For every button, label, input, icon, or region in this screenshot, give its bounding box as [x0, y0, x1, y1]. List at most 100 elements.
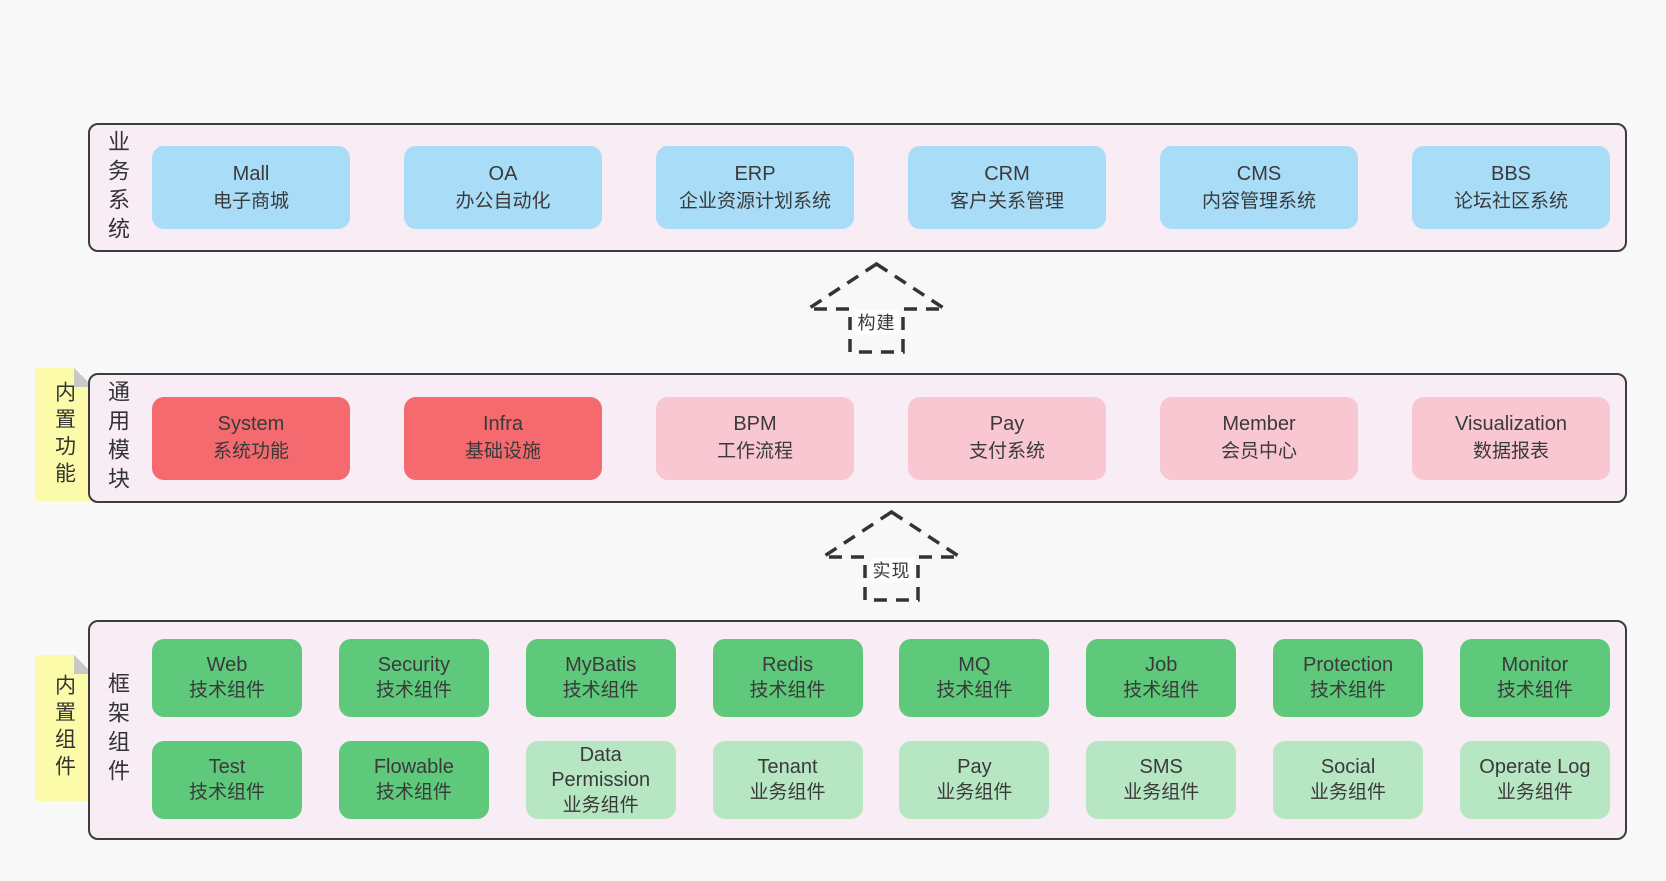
note-text: 内置组件 [52, 674, 76, 782]
box-subtitle: 基础设施 [464, 441, 541, 462]
box-title: Pay [989, 413, 1025, 435]
box-operate-log: Operate Log 业务组件 [1459, 741, 1610, 819]
box-sms: SMS 业务组件 [1086, 741, 1237, 819]
box-mq: MQ 技术组件 [899, 639, 1050, 717]
dashed-up-arrow-icon [805, 261, 948, 354]
box-title: Pay [957, 756, 992, 778]
box-title: Protection [1303, 654, 1394, 676]
box-title: OA [488, 162, 518, 185]
box-title: MyBatis [565, 654, 637, 676]
arrow-label: 构建 [854, 309, 899, 335]
box-subtitle: 支付系统 [968, 441, 1045, 462]
box-title: Visualization [1455, 413, 1567, 435]
box-subtitle: 技术组件 [188, 782, 265, 803]
band2-boxes: System 系统功能 Infra 基础设施 BPM 工作流程 Pay 支付系统… [152, 375, 1610, 501]
box-title: BBS [1490, 162, 1532, 185]
box-subtitle: 工作流程 [716, 441, 793, 462]
band3-row-1: Web 技术组件 Security 技术组件 MyBatis 技术组件 Redi… [152, 639, 1610, 717]
box-subtitle: 业务组件 [562, 794, 639, 816]
band-label-common-modules: 通用模块 [98, 375, 136, 501]
box-subtitle: 会员中心 [1220, 441, 1297, 462]
box-cms: CMS 内容管理系统 [1160, 146, 1358, 229]
box-flowable: Flowable 技术组件 [338, 741, 489, 819]
box-title: MQ [958, 654, 991, 676]
band3-row-2: Test 技术组件 Flowable 技术组件 Data Permission … [152, 741, 1610, 819]
box-title: Social [1320, 756, 1376, 778]
box-web: Web 技术组件 [152, 639, 302, 717]
box-subtitle: 系统功能 [212, 441, 289, 462]
arrow-label: 实现 [869, 557, 914, 583]
box-mall: Mall 电子商城 [152, 146, 350, 229]
box-title: BPM [733, 413, 777, 435]
band-common-modules: 通用模块 System 系统功能 Infra 基础设施 BPM 工作流程 Pay… [88, 373, 1627, 503]
sticky-note-built-in-components: 内置组件 [35, 655, 93, 801]
box-subtitle: 技术组件 [1310, 680, 1387, 701]
box-title: SMS [1139, 756, 1183, 778]
box-subtitle: 内容管理系统 [1201, 190, 1316, 212]
box-job: Job 技术组件 [1086, 639, 1237, 717]
box-pay: Pay 支付系统 [908, 396, 1106, 480]
box-tenant: Tenant 业务组件 [712, 741, 863, 819]
box-title: Redis [761, 654, 814, 676]
box-title: ERP [734, 162, 776, 185]
box-oa: OA 办公自动化 [404, 146, 602, 229]
box-subtitle: 数据报表 [1472, 441, 1549, 462]
box-subtitle: 电子商城 [212, 190, 289, 212]
box-subtitle: 业务组件 [1496, 782, 1573, 803]
band-label-text: 通用模块 [105, 380, 130, 496]
box-pay-biz: Pay 业务组件 [899, 741, 1050, 819]
band1-boxes: Mall 电子商城 OA 办公自动化 ERP 企业资源计划系统 CRM 客户关系… [152, 125, 1610, 250]
band3-grid: Web 技术组件 Security 技术组件 MyBatis 技术组件 Redi… [152, 639, 1610, 819]
box-title: Operate Log [1479, 756, 1591, 778]
box-subtitle: 业务组件 [749, 782, 826, 803]
box-data-permission: Data Permission 业务组件 [525, 741, 676, 819]
box-bpm: BPM 工作流程 [656, 396, 854, 480]
box-subtitle: 客户关系管理 [949, 190, 1064, 212]
box-redis: Redis 技术组件 [712, 639, 863, 717]
box-title: Infra [482, 413, 524, 435]
box-test: Test 技术组件 [152, 741, 302, 819]
box-subtitle: 技术组件 [188, 680, 265, 701]
box-erp: ERP 企业资源计划系统 [656, 146, 854, 229]
box-title: Data Permission [551, 743, 651, 791]
box-subtitle: 业务组件 [936, 782, 1013, 803]
box-title: CRM [984, 162, 1030, 185]
box-infra: Infra 基础设施 [404, 396, 602, 480]
box-subtitle: 业务组件 [1123, 782, 1200, 803]
box-monitor: Monitor 技术组件 [1459, 639, 1610, 717]
box-subtitle: 企业资源计划系统 [678, 190, 831, 212]
box-protection: Protection 技术组件 [1273, 639, 1424, 717]
box-title: Test [208, 756, 246, 778]
box-subtitle: 技术组件 [749, 680, 826, 701]
box-crm: CRM 客户关系管理 [908, 146, 1106, 229]
note-text: 内置功能 [52, 380, 76, 489]
band-business-systems: 业务系统 Mall 电子商城 OA 办公自动化 ERP 企业资源计划系统 CRM… [88, 123, 1627, 252]
box-subtitle: 业务组件 [1310, 782, 1387, 803]
box-security: Security 技术组件 [338, 639, 489, 717]
box-title: Web [206, 654, 248, 676]
dashed-up-arrow-icon [820, 509, 963, 602]
box-subtitle: 论坛社区系统 [1453, 190, 1568, 212]
box-title: System [217, 413, 285, 435]
box-subtitle: 技术组件 [375, 680, 452, 701]
box-visualization: Visualization 数据报表 [1412, 396, 1610, 480]
implement-arrow: 实现 [820, 509, 963, 603]
box-subtitle: 办公自动化 [455, 190, 551, 212]
band-label-framework-components: 框架组件 [98, 622, 136, 838]
box-title: Flowable [373, 756, 454, 778]
sticky-note-built-in-features: 内置功能 [35, 368, 93, 501]
box-title: Member [1222, 413, 1296, 435]
box-title: Tenant [757, 756, 818, 778]
build-arrow: 构建 [805, 261, 948, 355]
box-bbs: BBS 论坛社区系统 [1412, 146, 1610, 229]
box-subtitle: 技术组件 [375, 782, 452, 803]
box-subtitle: 技术组件 [1123, 680, 1200, 701]
box-title: Monitor [1501, 654, 1569, 676]
band-label-business-systems: 业务系统 [98, 125, 136, 250]
box-title: Security [377, 654, 450, 676]
box-title: CMS [1236, 162, 1282, 185]
box-subtitle: 技术组件 [562, 680, 639, 701]
box-subtitle: 技术组件 [936, 680, 1013, 701]
box-mybatis: MyBatis 技术组件 [525, 639, 676, 717]
